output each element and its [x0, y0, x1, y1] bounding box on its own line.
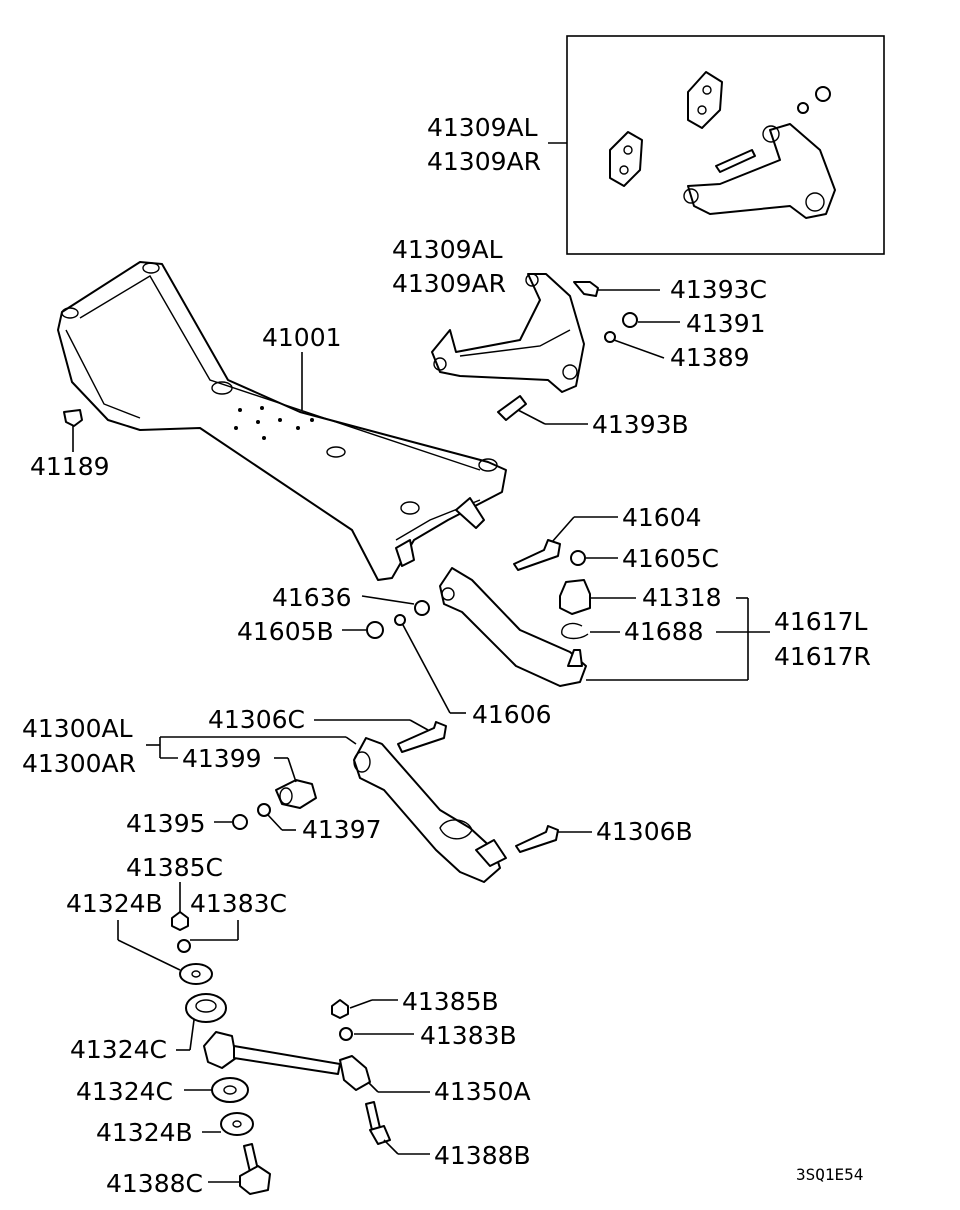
bolt-41306c — [397, 721, 447, 753]
bushing-41399 — [275, 779, 317, 809]
label-41324c-upper: 41324C — [70, 1035, 167, 1064]
lower-arm-41617 — [439, 567, 587, 687]
label-41636: 41636 — [272, 583, 352, 612]
label-41393c: 41393C — [670, 275, 767, 304]
washer-41397 — [257, 803, 271, 817]
bushing-41318 — [559, 579, 591, 615]
label-41324b-upper: 41324B — [66, 889, 163, 918]
label-41189: 41189 — [30, 452, 110, 481]
bolt-41306b — [515, 825, 559, 853]
crossmember-41001 — [57, 261, 507, 581]
washer-41324b-upper — [179, 963, 213, 985]
label-41605b: 41605B — [237, 617, 334, 646]
bolt-41393c — [573, 281, 599, 297]
nut-41385b — [331, 999, 349, 1019]
washer-41606 — [394, 614, 406, 626]
inset-upper-arm-assembly — [566, 35, 885, 255]
bumper-41189 — [63, 409, 83, 427]
figure-code: 3SQ1E54 — [796, 1165, 863, 1184]
label-41306b: 41306B — [596, 817, 693, 846]
label-41306c: 41306C — [208, 705, 305, 734]
nut-41395 — [232, 814, 248, 830]
label-41617l: 41617L — [774, 607, 868, 636]
lateral-rod-41350a — [203, 1031, 371, 1091]
label-41389: 41389 — [670, 343, 750, 372]
nut-41385c — [171, 911, 189, 931]
clip-41688 — [561, 622, 589, 640]
label-41383c: 41383C — [190, 889, 287, 918]
bolt-41388b — [365, 1101, 391, 1145]
label-41397: 41397 — [302, 815, 382, 844]
label-41350a: 41350A — [434, 1077, 531, 1106]
label-41309ar-inset: 41309AR — [427, 147, 541, 176]
label-41688: 41688 — [624, 617, 704, 646]
label-41399: 41399 — [182, 744, 262, 773]
nut-41605c — [570, 550, 586, 566]
washer-41383c — [177, 939, 191, 953]
nut-41391 — [622, 312, 638, 328]
label-41309ar: 41309AR — [392, 269, 506, 298]
label-41324b-lower: 41324B — [96, 1118, 193, 1147]
bolt-41604 — [513, 539, 561, 571]
label-41617r: 41617R — [774, 642, 871, 671]
label-41604: 41604 — [622, 503, 702, 532]
label-41300al: 41300AL — [22, 714, 133, 743]
washer-41383b — [339, 1027, 353, 1041]
label-41300ar: 41300AR — [22, 749, 136, 778]
label-41001: 41001 — [262, 323, 342, 352]
bolt-41388c — [239, 1143, 271, 1195]
label-41388c: 41388C — [106, 1169, 203, 1198]
label-41309al-inset: 41309AL — [427, 113, 538, 142]
label-41385b: 41385B — [402, 987, 499, 1016]
label-41606: 41606 — [472, 700, 552, 729]
label-41324c-lower: 41324C — [76, 1077, 173, 1106]
washer-41636 — [414, 600, 430, 616]
label-41385c: 41385C — [126, 853, 223, 882]
label-41383b: 41383B — [420, 1021, 517, 1050]
label-41395: 41395 — [126, 809, 206, 838]
bushing-41324c-upper — [185, 993, 227, 1023]
bushing-41324c-lower — [211, 1077, 249, 1103]
nut-41605b — [366, 621, 384, 639]
label-41393b: 41393B — [592, 410, 689, 439]
upper-arm-41309 — [431, 273, 585, 393]
trailing-arm-41300 — [353, 737, 507, 883]
label-41391: 41391 — [686, 309, 766, 338]
washer-41389 — [604, 331, 616, 343]
label-41605c: 41605C — [622, 544, 719, 573]
label-41388b: 41388B — [434, 1141, 531, 1170]
label-41309al: 41309AL — [392, 235, 503, 264]
bolt-41393b — [497, 395, 527, 421]
washer-41324b-lower — [220, 1112, 254, 1136]
label-41318: 41318 — [642, 583, 722, 612]
